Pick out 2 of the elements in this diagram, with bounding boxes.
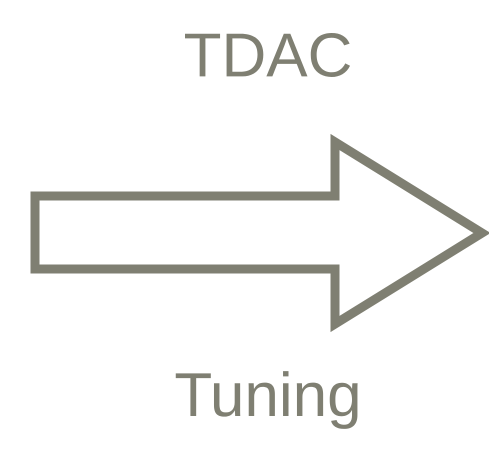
- label-text: TDAC: [185, 33, 350, 77]
- label-text: Tuning: [176, 371, 358, 429]
